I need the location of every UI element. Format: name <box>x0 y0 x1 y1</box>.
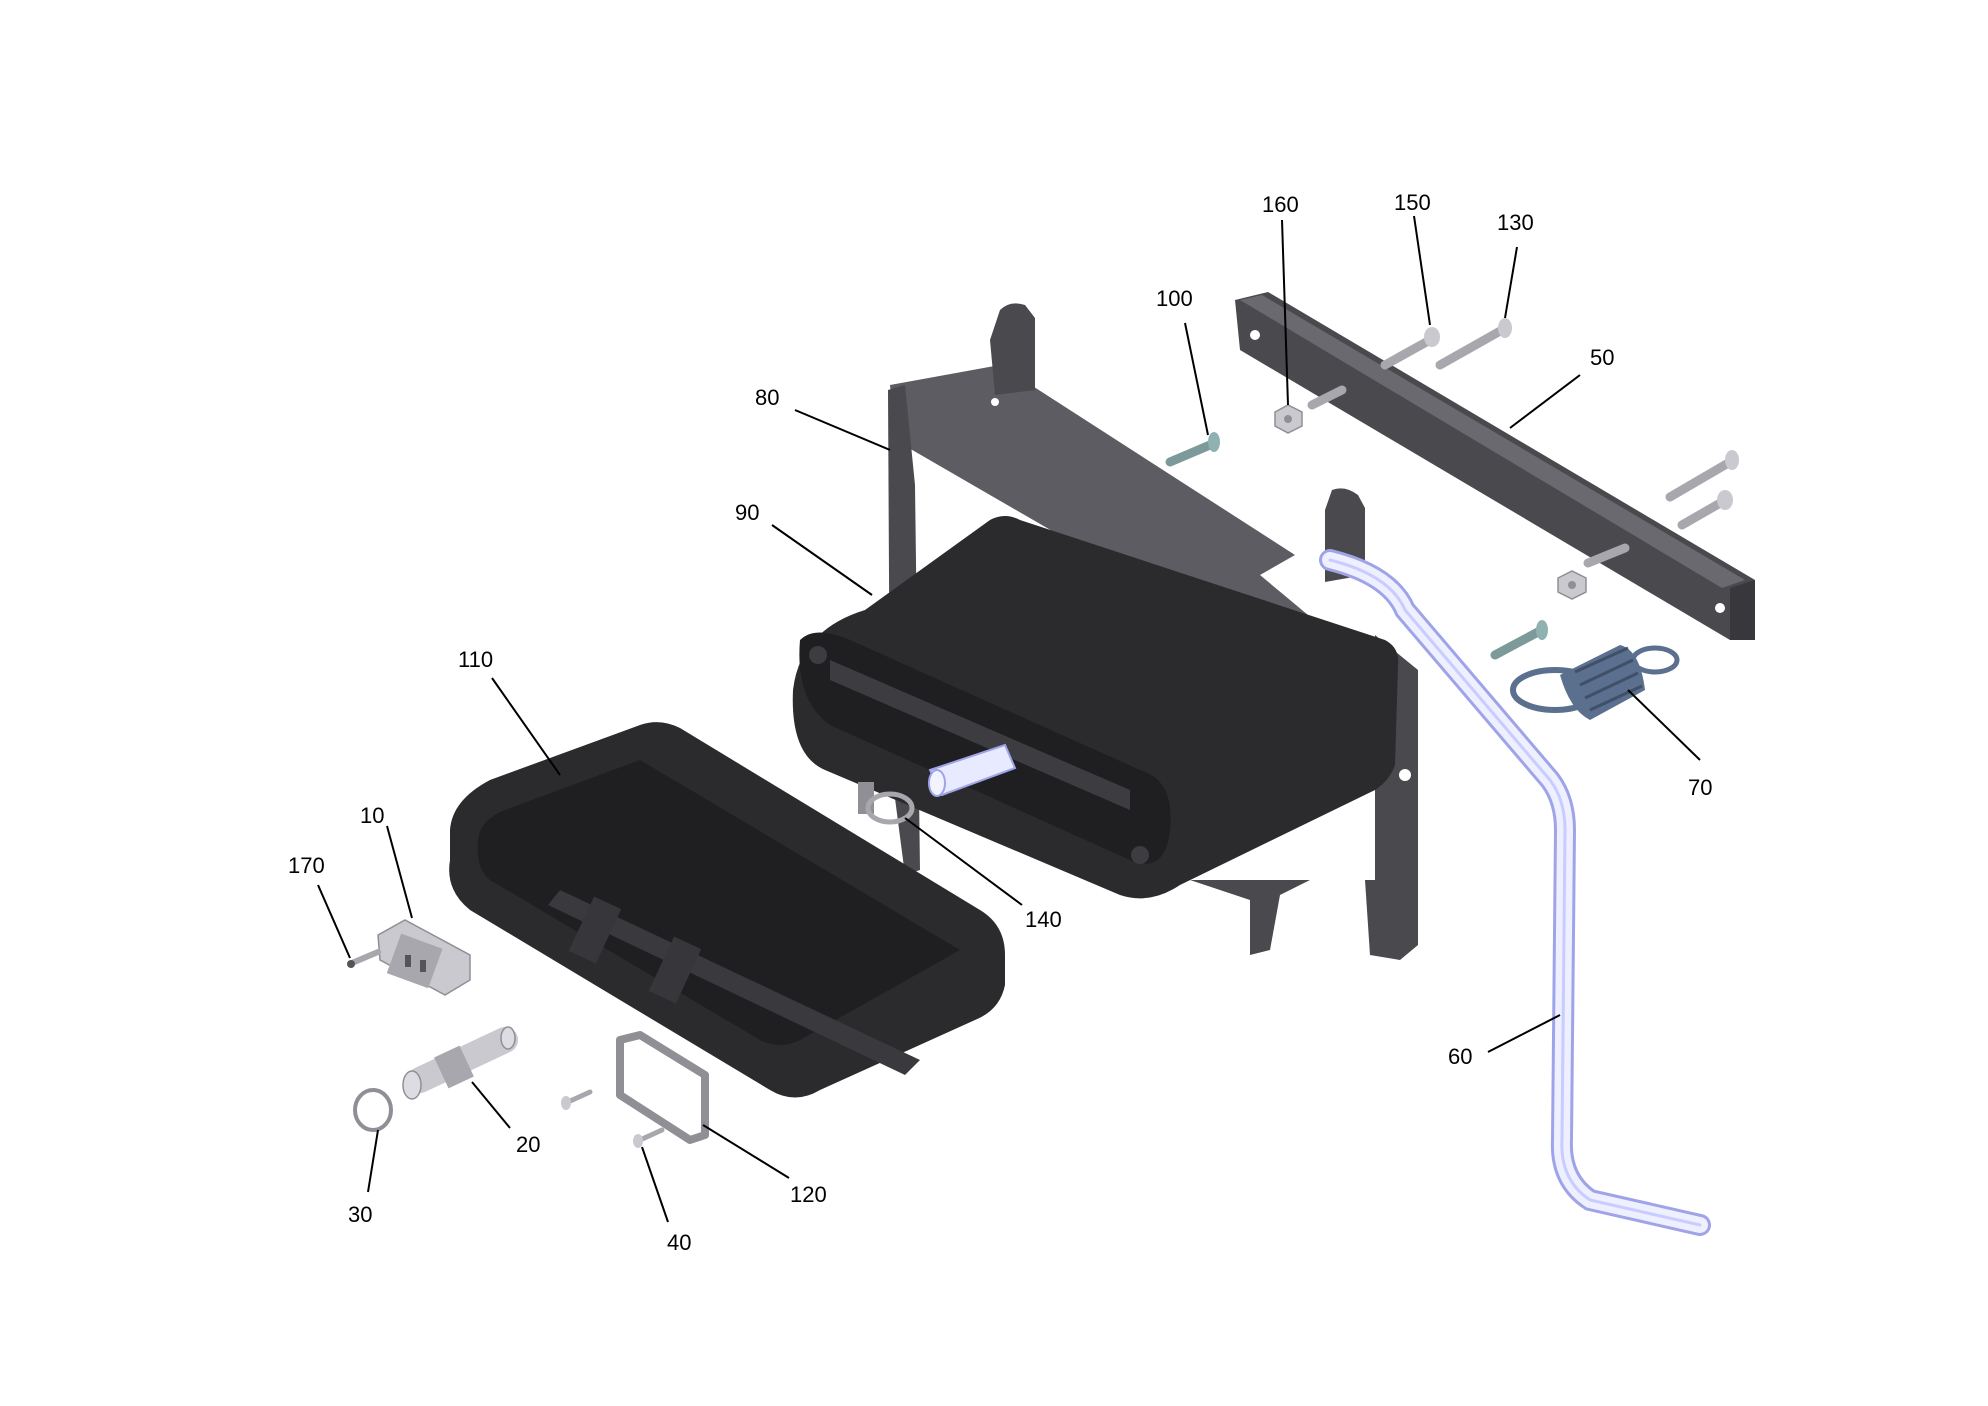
callout-10: 10 <box>360 803 384 828</box>
part-70-spring <box>1510 645 1680 720</box>
leader-100 <box>1184 322 1209 436</box>
part-170-screw <box>347 949 381 968</box>
callout-labels: 10 20 30 40 50 60 70 80 90 100 110 120 1… <box>288 190 1712 1255</box>
callout-60: 60 <box>1448 1044 1472 1069</box>
leader-lines <box>317 215 1701 1223</box>
leader-30 <box>367 1129 379 1193</box>
part-30-ring <box>353 1088 393 1132</box>
callout-170: 170 <box>288 853 325 878</box>
callout-50: 50 <box>1590 345 1614 370</box>
callout-30: 30 <box>348 1202 372 1227</box>
part-40-screw <box>561 1089 665 1148</box>
part-100-screw <box>1165 432 1220 467</box>
part-160-nut <box>1274 404 1303 434</box>
callout-100: 100 <box>1156 286 1193 311</box>
callout-140: 140 <box>1025 907 1062 932</box>
part-130-bolt <box>1435 318 1512 370</box>
leader-90 <box>771 524 873 596</box>
callout-20: 20 <box>516 1132 540 1157</box>
callout-130: 130 <box>1497 210 1534 235</box>
leader-150 <box>1413 215 1431 326</box>
part-50-rail-bar <box>1235 292 1755 640</box>
callout-90: 90 <box>735 500 759 525</box>
nut-lower <box>1557 570 1587 600</box>
callout-120: 120 <box>790 1182 827 1207</box>
rail-stud-left <box>1307 385 1347 410</box>
callout-40: 40 <box>667 1230 691 1255</box>
part-140-clamp <box>858 782 915 825</box>
part-60-hose <box>1319 549 1711 1236</box>
part-10-socket <box>377 919 471 996</box>
leader-130 <box>1504 246 1518 319</box>
callout-70: 70 <box>1688 775 1712 800</box>
callout-160: 160 <box>1262 192 1299 217</box>
part-150-bolt <box>1380 327 1440 370</box>
green-screw-lower <box>1490 620 1548 660</box>
leader-10 <box>386 825 413 919</box>
leader-60 <box>1487 1014 1561 1053</box>
part-20-fitting <box>402 1026 518 1100</box>
leader-70 <box>1627 689 1701 761</box>
inner-tube <box>928 743 1017 797</box>
callout-150: 150 <box>1394 190 1431 215</box>
part-110-front-cover <box>449 722 1006 1098</box>
leader-50 <box>1509 374 1581 429</box>
leader-170 <box>317 884 351 959</box>
callout-80: 80 <box>755 385 779 410</box>
leader-160 <box>1281 219 1289 406</box>
rail-stud-right <box>1583 543 1630 568</box>
leader-80 <box>794 409 891 451</box>
leader-110 <box>491 677 561 776</box>
part-120-gasket <box>616 1031 709 1144</box>
rail-bolt-right-lower <box>1677 490 1733 530</box>
leader-120 <box>702 1124 790 1179</box>
leader-20 <box>471 1081 511 1129</box>
part-90-rear-housing <box>792 516 1399 899</box>
leader-140 <box>904 817 1023 906</box>
rail-bolt-right-upper <box>1665 450 1739 502</box>
callout-110: 110 <box>458 647 493 672</box>
leader-40 <box>641 1146 669 1223</box>
